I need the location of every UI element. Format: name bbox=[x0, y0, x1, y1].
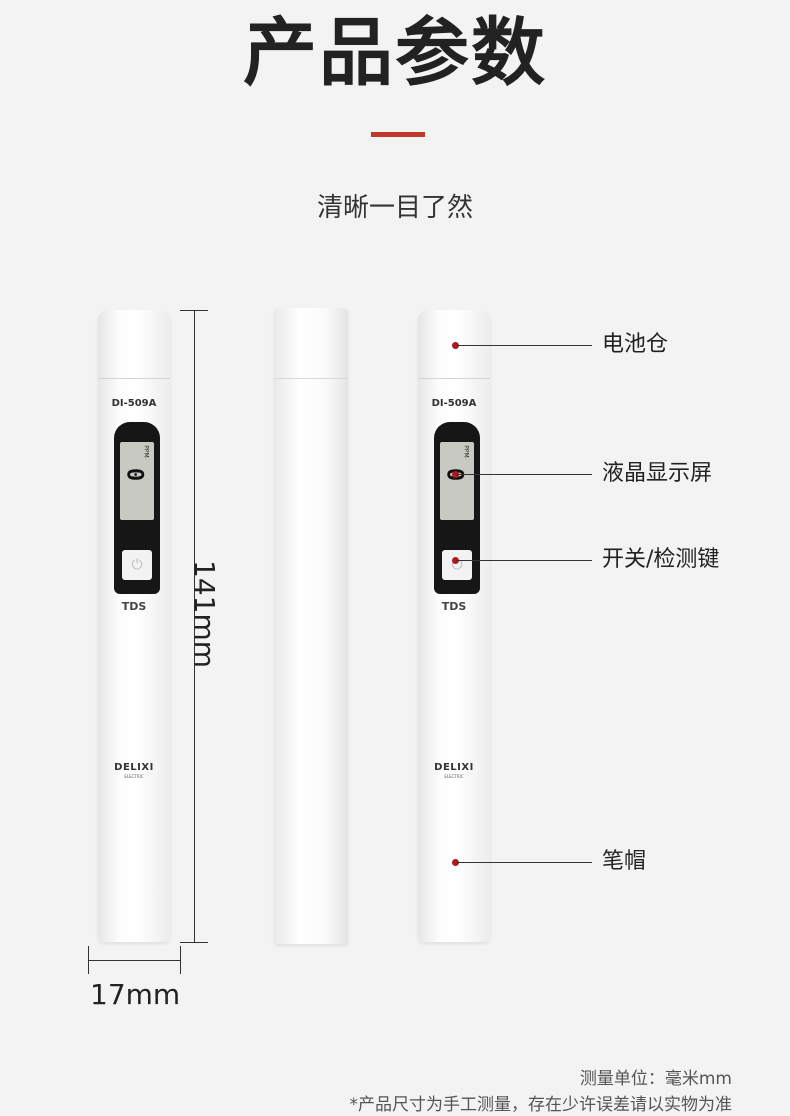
lcd-display: PPM 0 bbox=[120, 442, 154, 520]
callout-line-button bbox=[456, 560, 592, 561]
lcd-unit: PPM bbox=[142, 445, 150, 458]
callout-dot-lcd bbox=[452, 471, 459, 478]
length-dimension-line bbox=[194, 310, 195, 942]
page-title: 产品参数 bbox=[243, 10, 547, 96]
callout-power-test-key: 开关/检测键 bbox=[602, 547, 720, 572]
control-panel: PPM 0 ⏻ bbox=[434, 422, 480, 594]
unit-note: 测量单位：毫米mm bbox=[579, 1069, 732, 1089]
width-dimension-line bbox=[88, 960, 180, 961]
title-accent-bar bbox=[371, 132, 425, 137]
lcd-unit: PPM bbox=[462, 445, 470, 458]
callout-dot-battery bbox=[452, 342, 459, 349]
callout-pen-cap: 笔帽 bbox=[602, 849, 647, 874]
callout-line-battery bbox=[456, 345, 592, 346]
page-subtitle: 清晰一目了然 bbox=[316, 193, 473, 223]
callout-dot-cap bbox=[452, 859, 459, 866]
control-panel: PPM 0 ⏻ bbox=[114, 422, 160, 594]
cap-seam bbox=[418, 378, 490, 379]
measurement-disclaimer: *产品尺寸为手工测量，存在少许误差请以实物为准 bbox=[349, 1095, 733, 1115]
tds-label: TDS bbox=[121, 600, 147, 613]
callout-line-lcd bbox=[456, 474, 592, 475]
cap-seam bbox=[98, 378, 170, 379]
pen-front-dimensioned: DI-509A PPM 0 ⏻ TDS DELIXI ELECTRIC bbox=[98, 310, 170, 942]
pen-side-view bbox=[274, 308, 348, 944]
lcd-display: PPM 0 bbox=[440, 442, 474, 520]
lcd-reading: 0 bbox=[121, 467, 147, 482]
power-button: ⏻ bbox=[442, 550, 472, 580]
power-icon: ⏻ bbox=[451, 557, 463, 573]
width-dimension-label: 17mm bbox=[90, 978, 181, 1011]
length-tick-bottom bbox=[180, 942, 208, 943]
length-dimension-label: 141mm bbox=[188, 560, 221, 668]
tds-label: TDS bbox=[441, 600, 467, 613]
brand-subtitle: ELECTRIC bbox=[444, 774, 464, 779]
brand-logo: DELIXI bbox=[434, 762, 474, 773]
power-button: ⏻ bbox=[122, 550, 152, 580]
model-label: DI-509A bbox=[431, 398, 477, 409]
brand-logo: DELIXI bbox=[114, 762, 154, 773]
power-icon: ⏻ bbox=[131, 557, 143, 573]
callout-line-cap bbox=[456, 862, 592, 863]
pen-front-annotated: DI-509A PPM 0 ⏻ TDS DELIXI ELECTRIC bbox=[418, 310, 490, 942]
cap-seam bbox=[274, 378, 348, 379]
callout-battery-compartment: 电池仓 bbox=[602, 332, 669, 357]
model-label: DI-509A bbox=[111, 398, 157, 409]
brand-subtitle: ELECTRIC bbox=[124, 774, 144, 779]
callout-lcd-screen: 液晶显示屏 bbox=[602, 461, 713, 486]
width-tick-right bbox=[180, 946, 181, 974]
callout-dot-button bbox=[452, 557, 459, 564]
